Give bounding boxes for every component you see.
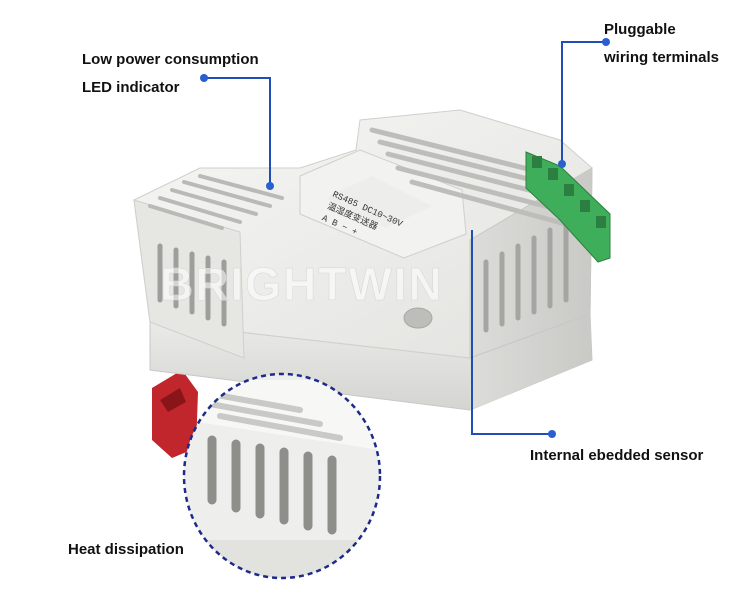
dot-icon (602, 38, 610, 46)
callout-dots (200, 38, 610, 438)
zoom-circle (182, 372, 382, 580)
callout-led-indicator: LED indicator (82, 79, 180, 96)
vent-slots-left (148, 174, 284, 230)
dot-icon (200, 74, 208, 82)
watermark: BRIGHTWIN (160, 258, 444, 310)
callout-pluggable: Pluggable (604, 21, 676, 38)
dot-icon (558, 160, 566, 168)
callout-lines (204, 41, 606, 435)
mounting-hole (403, 307, 433, 329)
vent-slots-front (157, 243, 227, 327)
zoom-detail (182, 372, 382, 580)
dot-icon (548, 430, 556, 438)
callout-wiring-terminals: wiring terminals (604, 49, 720, 66)
callout-heat-dissipation: Heat dissipation (68, 541, 184, 558)
terminal-block (525, 151, 611, 263)
din-rail-clip (152, 370, 198, 458)
dot-icon (266, 182, 274, 190)
callout-internal-sensor: Internal ebedded sensor (530, 447, 704, 464)
vent-slots-side (483, 219, 569, 333)
callout-low-power: Low power consumption (82, 51, 259, 68)
